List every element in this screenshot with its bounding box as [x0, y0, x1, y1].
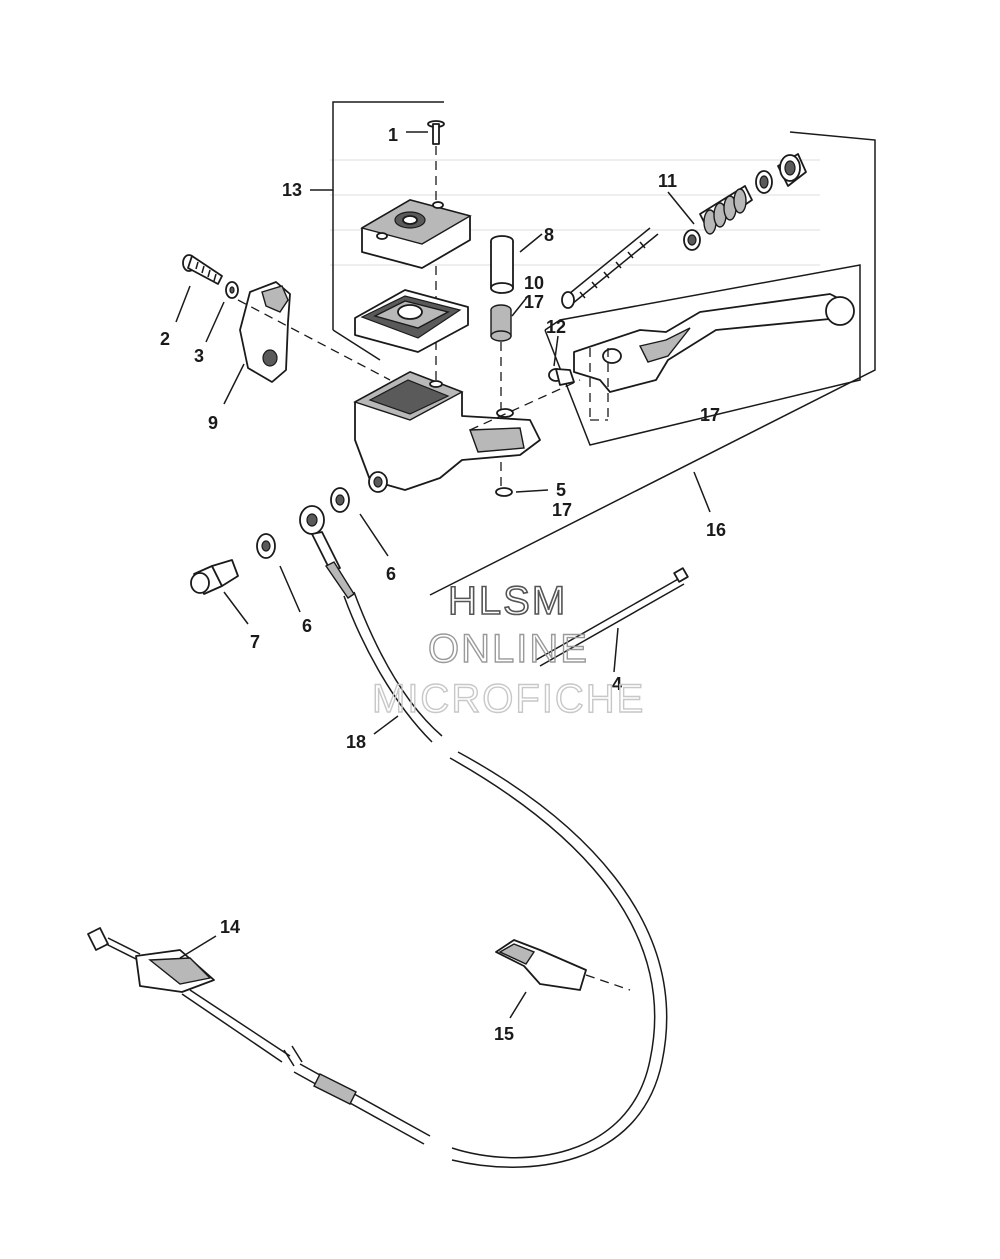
- callout-12: 12: [546, 317, 566, 337]
- part-6-washer-lower: [256, 533, 276, 559]
- part-14-cable-end: [87, 927, 431, 1145]
- leader-lines: [175, 131, 711, 1019]
- part-12-pivot: [548, 368, 575, 386]
- watermark-line-1: HLSM: [448, 579, 567, 623]
- part-10-bushing: [490, 304, 512, 490]
- callout-13: 13: [282, 180, 302, 200]
- part-5-retaining-ring: [495, 487, 513, 497]
- callout-15: 15: [494, 1024, 514, 1044]
- callout-6-upper: 6: [386, 564, 396, 584]
- part-15-cable-clip: [495, 939, 631, 991]
- part-13-reservoir-cover: [360, 199, 472, 269]
- part-6-washer-upper: [330, 487, 350, 513]
- part-9-clamp: [237, 281, 391, 383]
- master-cylinder-body: [353, 371, 541, 493]
- callout-14: 14: [220, 917, 240, 937]
- callout-4: 4: [612, 674, 622, 694]
- part-13-diaphragm: [354, 289, 469, 353]
- callout-8: 8: [544, 225, 554, 245]
- callout-18: 18: [346, 732, 366, 752]
- part-7-banjo-bolt: [190, 559, 239, 595]
- part-2-bolt: [182, 254, 223, 285]
- callout-5: 5: [556, 480, 566, 500]
- callout-5-17: 17: [552, 500, 572, 520]
- callout-11: 11: [658, 171, 677, 191]
- part-3-washer: [225, 281, 239, 299]
- watermark-line-3: MICROFICHE: [372, 677, 645, 721]
- watermark: HLSM ONLINE MICROFICHE: [371, 578, 645, 722]
- callout-3: 3: [194, 346, 204, 366]
- callout-17: 17: [700, 405, 720, 425]
- part-11-piston-assembly: [561, 153, 807, 309]
- banjo-fitting: [299, 505, 355, 599]
- callout-9: 9: [208, 413, 218, 433]
- callout-labels: 1 2 3 4 5 17 6 6 7 8 9 10 17 11 12 13 14…: [160, 125, 726, 1044]
- part-17-clutch-lever: [469, 293, 855, 431]
- callout-6-lower: 6: [302, 616, 312, 636]
- callout-10-17: 17: [524, 292, 544, 312]
- callout-7: 7: [250, 632, 260, 652]
- part-8-pin: [490, 235, 514, 294]
- callout-10: 10: [524, 273, 544, 293]
- part-4-cable-tie: [535, 567, 689, 667]
- watermark-line-2: ONLINE: [428, 627, 589, 671]
- bracket-16: [429, 131, 876, 596]
- callout-2: 2: [160, 329, 170, 349]
- part-18-hose: [343, 591, 668, 1168]
- callout-16: 16: [706, 520, 726, 540]
- callout-1: 1: [388, 125, 398, 145]
- bracket-13: [310, 101, 444, 361]
